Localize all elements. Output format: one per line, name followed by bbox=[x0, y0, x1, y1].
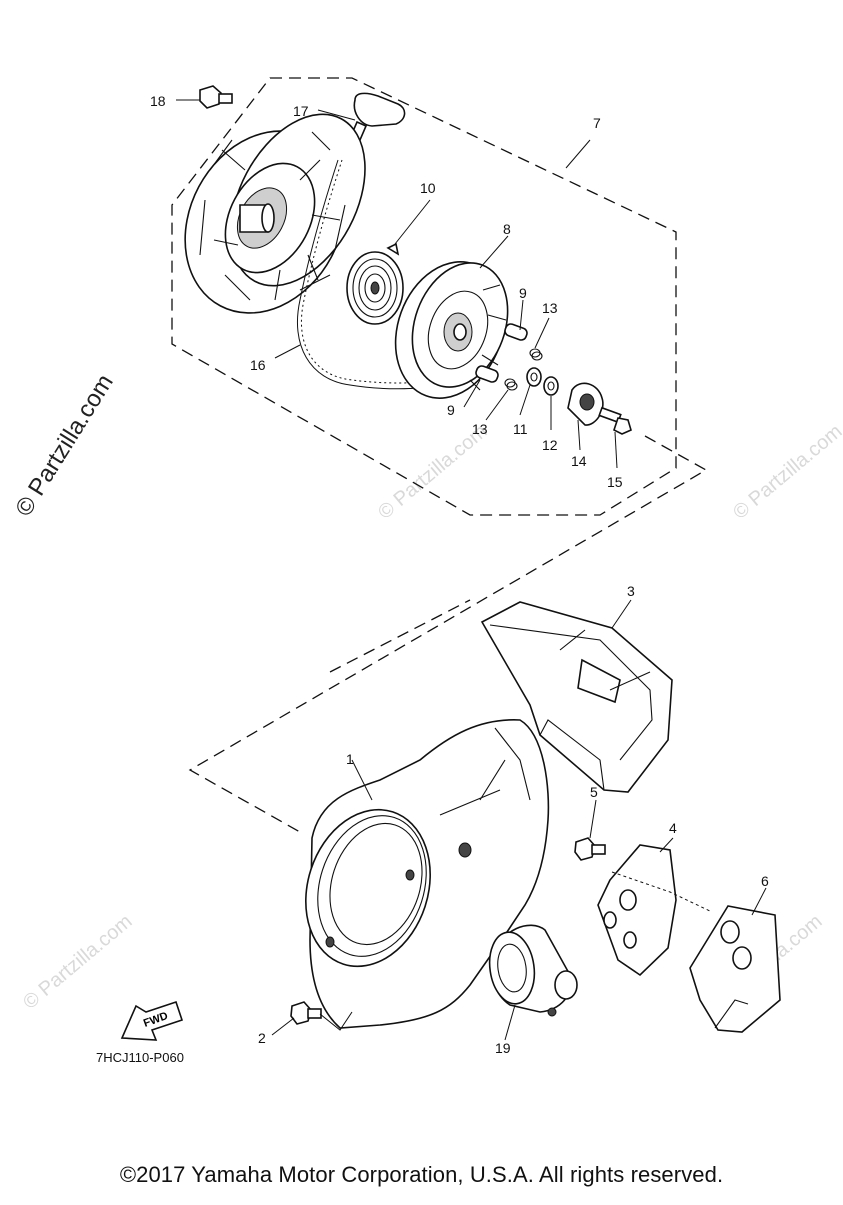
assembly-leader-short bbox=[329, 599, 471, 673]
plate-leader bbox=[611, 871, 713, 913]
diagram-code: 7HCJ110-P060 bbox=[96, 1050, 184, 1065]
callout-17: 17 bbox=[293, 103, 309, 119]
bolt-2[interactable] bbox=[290, 1001, 322, 1025]
watermark-main: © Partzilla.com bbox=[10, 370, 119, 521]
callout-13-upper: 13 bbox=[542, 300, 558, 316]
callout-12: 12 bbox=[542, 437, 558, 453]
callout-4: 4 bbox=[669, 820, 677, 836]
bolt-5[interactable] bbox=[574, 837, 606, 861]
copyright-notice: ©2017 Yamaha Motor Corporation, U.S.A. A… bbox=[119, 1162, 724, 1187]
air-duct-3[interactable] bbox=[480, 601, 673, 793]
callout-10: 10 bbox=[420, 180, 436, 196]
washer-11[interactable] bbox=[526, 367, 542, 387]
watermark-text: © Partzilla.com bbox=[19, 910, 136, 1013]
fan-housing-1[interactable] bbox=[286, 719, 550, 1029]
callout-9-upper: 9 bbox=[519, 285, 527, 301]
bolt-15[interactable] bbox=[598, 406, 632, 435]
callout-18: 18 bbox=[150, 93, 166, 109]
fwd-arrow-icon: FWD bbox=[120, 1000, 184, 1041]
callout-11: 11 bbox=[513, 421, 528, 437]
starter-cup-19[interactable] bbox=[485, 924, 578, 1017]
callout-numbers: 18 17 7 10 8 9 13 16 9 13 11 12 14 15 3 … bbox=[150, 93, 769, 1056]
pulley-8[interactable] bbox=[377, 246, 524, 413]
spring-13-upper[interactable] bbox=[529, 348, 543, 361]
watermark-text: © Partzilla.com bbox=[729, 420, 843, 523]
pawl-9-lower[interactable] bbox=[475, 365, 500, 384]
spring-13-lower[interactable] bbox=[504, 378, 518, 391]
callout-7: 7 bbox=[593, 115, 601, 131]
pawl-9-upper[interactable] bbox=[504, 323, 529, 342]
bracket-4[interactable] bbox=[597, 844, 677, 977]
callout-6: 6 bbox=[761, 873, 769, 889]
callout-5: 5 bbox=[590, 784, 598, 800]
recoil-case-7[interactable] bbox=[154, 92, 392, 342]
starter-rope-16[interactable] bbox=[296, 159, 436, 390]
callout-8: 8 bbox=[503, 221, 511, 237]
callout-13-lower: 13 bbox=[472, 421, 488, 437]
callout-2: 2 bbox=[258, 1030, 266, 1046]
washer-12[interactable] bbox=[543, 376, 559, 396]
assembly-leader bbox=[188, 435, 708, 833]
spiral-spring-10[interactable] bbox=[346, 242, 404, 325]
callout-1: 1 bbox=[346, 751, 354, 767]
rope-texture bbox=[300, 159, 436, 384]
bolt-2-leader bbox=[319, 1011, 353, 1031]
leader-lines bbox=[176, 99, 767, 1041]
callout-3: 3 bbox=[627, 583, 635, 599]
callout-14: 14 bbox=[571, 453, 587, 469]
plate-6[interactable] bbox=[689, 905, 781, 1033]
callout-16: 16 bbox=[250, 357, 266, 373]
callout-19: 19 bbox=[495, 1040, 511, 1056]
friction-plate-14[interactable] bbox=[567, 382, 604, 426]
callout-15: 15 bbox=[607, 474, 623, 490]
callout-9-lower: 9 bbox=[447, 402, 455, 418]
bolt-18[interactable] bbox=[199, 85, 233, 109]
assembly-outline bbox=[171, 77, 677, 516]
